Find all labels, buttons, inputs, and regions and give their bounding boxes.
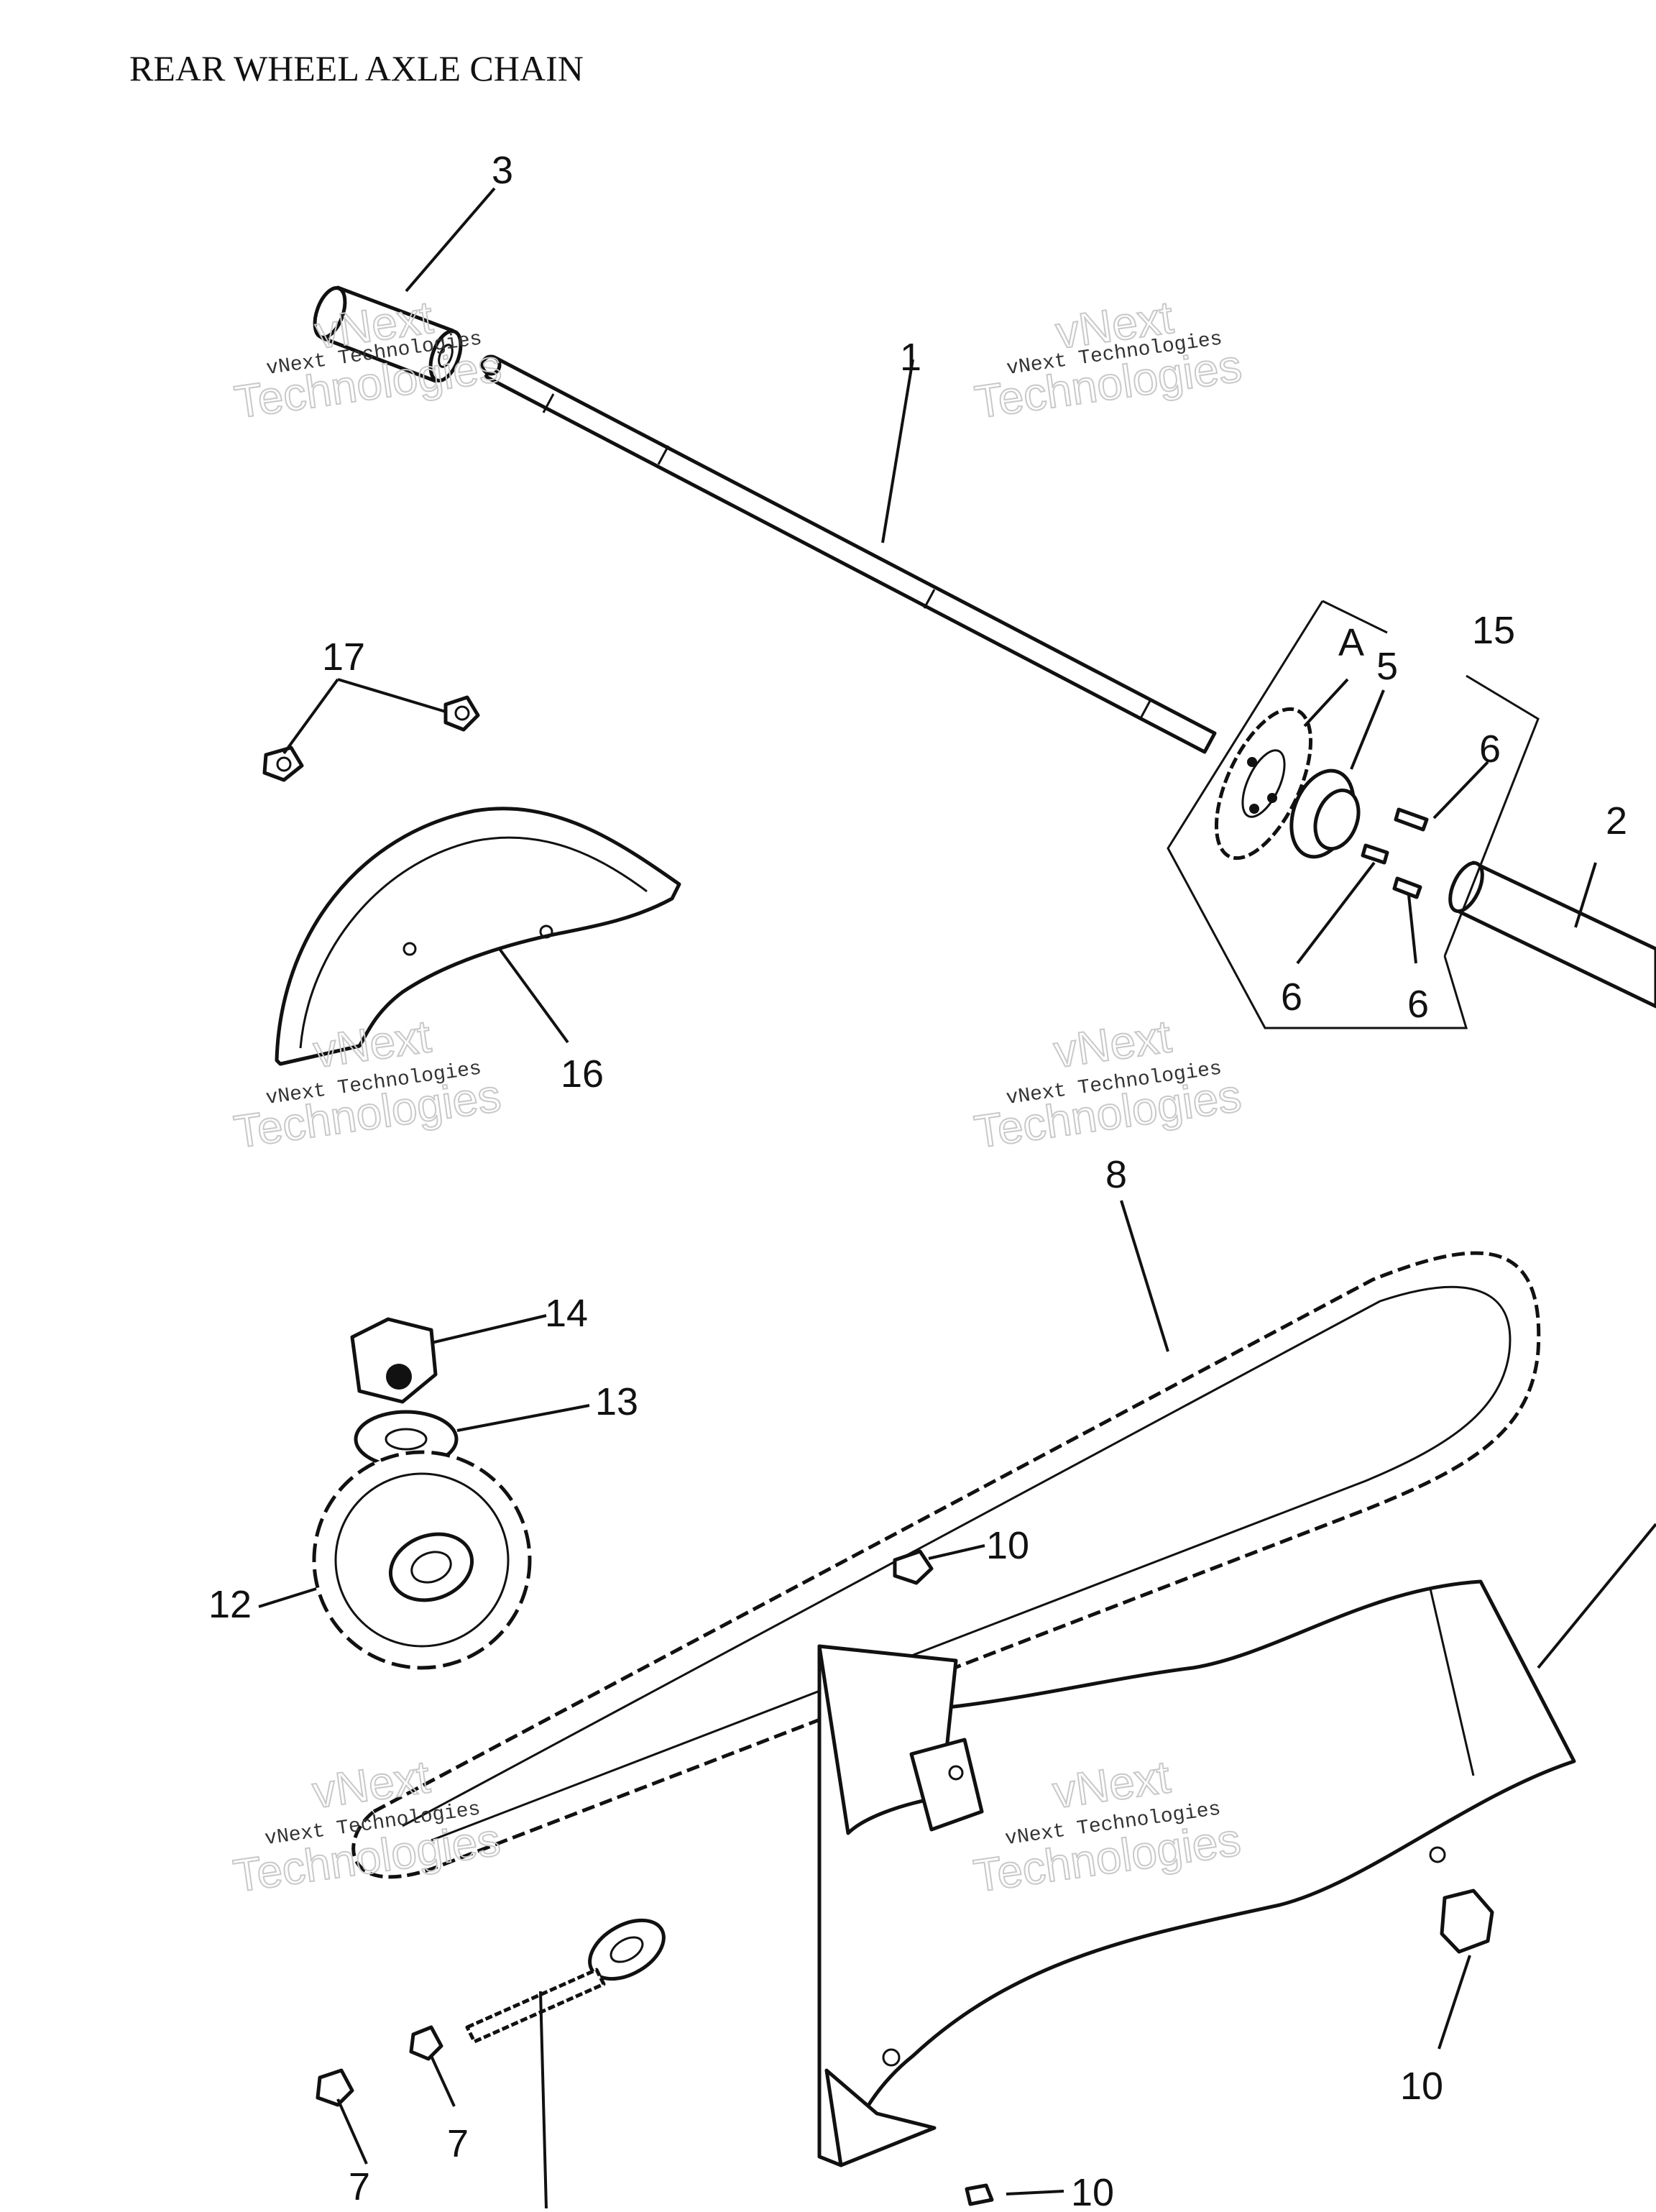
watermark-middle-right: vNext Technologies vNext Technologies (970, 1009, 1245, 1159)
watermark-middle-left: vNext Technologies vNext Technologies (230, 1009, 505, 1159)
drive-sprocket (312, 1450, 532, 1670)
label-part-6-upper: 6 (1479, 728, 1501, 771)
rear-axle-shaft (480, 354, 1217, 754)
upper-chain-guard (275, 807, 681, 1066)
sprocket-assembly-outline (1167, 600, 1540, 1029)
label-part-a: A (1338, 621, 1364, 664)
guard-nuts (262, 695, 480, 782)
label-part-7-left: 7 (349, 2165, 370, 2208)
label-part-16: 16 (561, 1052, 604, 1096)
label-part-17: 17 (322, 635, 365, 679)
label-part-6-left: 6 (1281, 976, 1302, 1019)
label-part-10-chain: 10 (986, 1524, 1029, 1567)
leader-lines (258, 187, 1656, 2209)
label-part-10-bottom: 10 (1071, 2171, 1114, 2208)
label-part-14: 14 (545, 1292, 588, 1335)
tension-bolt (465, 1918, 666, 2044)
label-part-13: 13 (595, 1380, 638, 1423)
axle-sleeve (313, 285, 463, 383)
tension-nuts (316, 2025, 443, 2107)
hub (1289, 768, 1361, 859)
label-part-7-right: 7 (447, 2122, 469, 2165)
label-part-10-guard: 10 (1400, 2065, 1443, 2108)
lower-chain-guard (817, 1579, 1576, 2167)
label-part-3: 3 (492, 149, 513, 192)
diagram-title: REAR WHEEL AXLE CHAIN (129, 48, 584, 88)
watermark-top-right: vNext Technologies vNext Technologies (971, 290, 1246, 429)
label-part-5: 5 (1376, 645, 1398, 688)
label-part-1: 1 (900, 336, 921, 379)
guard-bolts (893, 1549, 1494, 2206)
label-part-15: 15 (1472, 609, 1515, 652)
right-axle-sleeve (1448, 861, 1656, 1009)
watermark-top-left: vNext Technologies vNext Technologies (231, 290, 505, 429)
drive-chain (351, 1251, 1541, 1879)
label-part-8: 8 (1105, 1153, 1127, 1196)
sprocket-nut (350, 1317, 438, 1404)
label-part-12: 12 (208, 1583, 252, 1626)
hub-bolts (1361, 807, 1429, 899)
label-part-2: 2 (1606, 799, 1627, 843)
label-part-6-right: 6 (1407, 983, 1429, 1026)
